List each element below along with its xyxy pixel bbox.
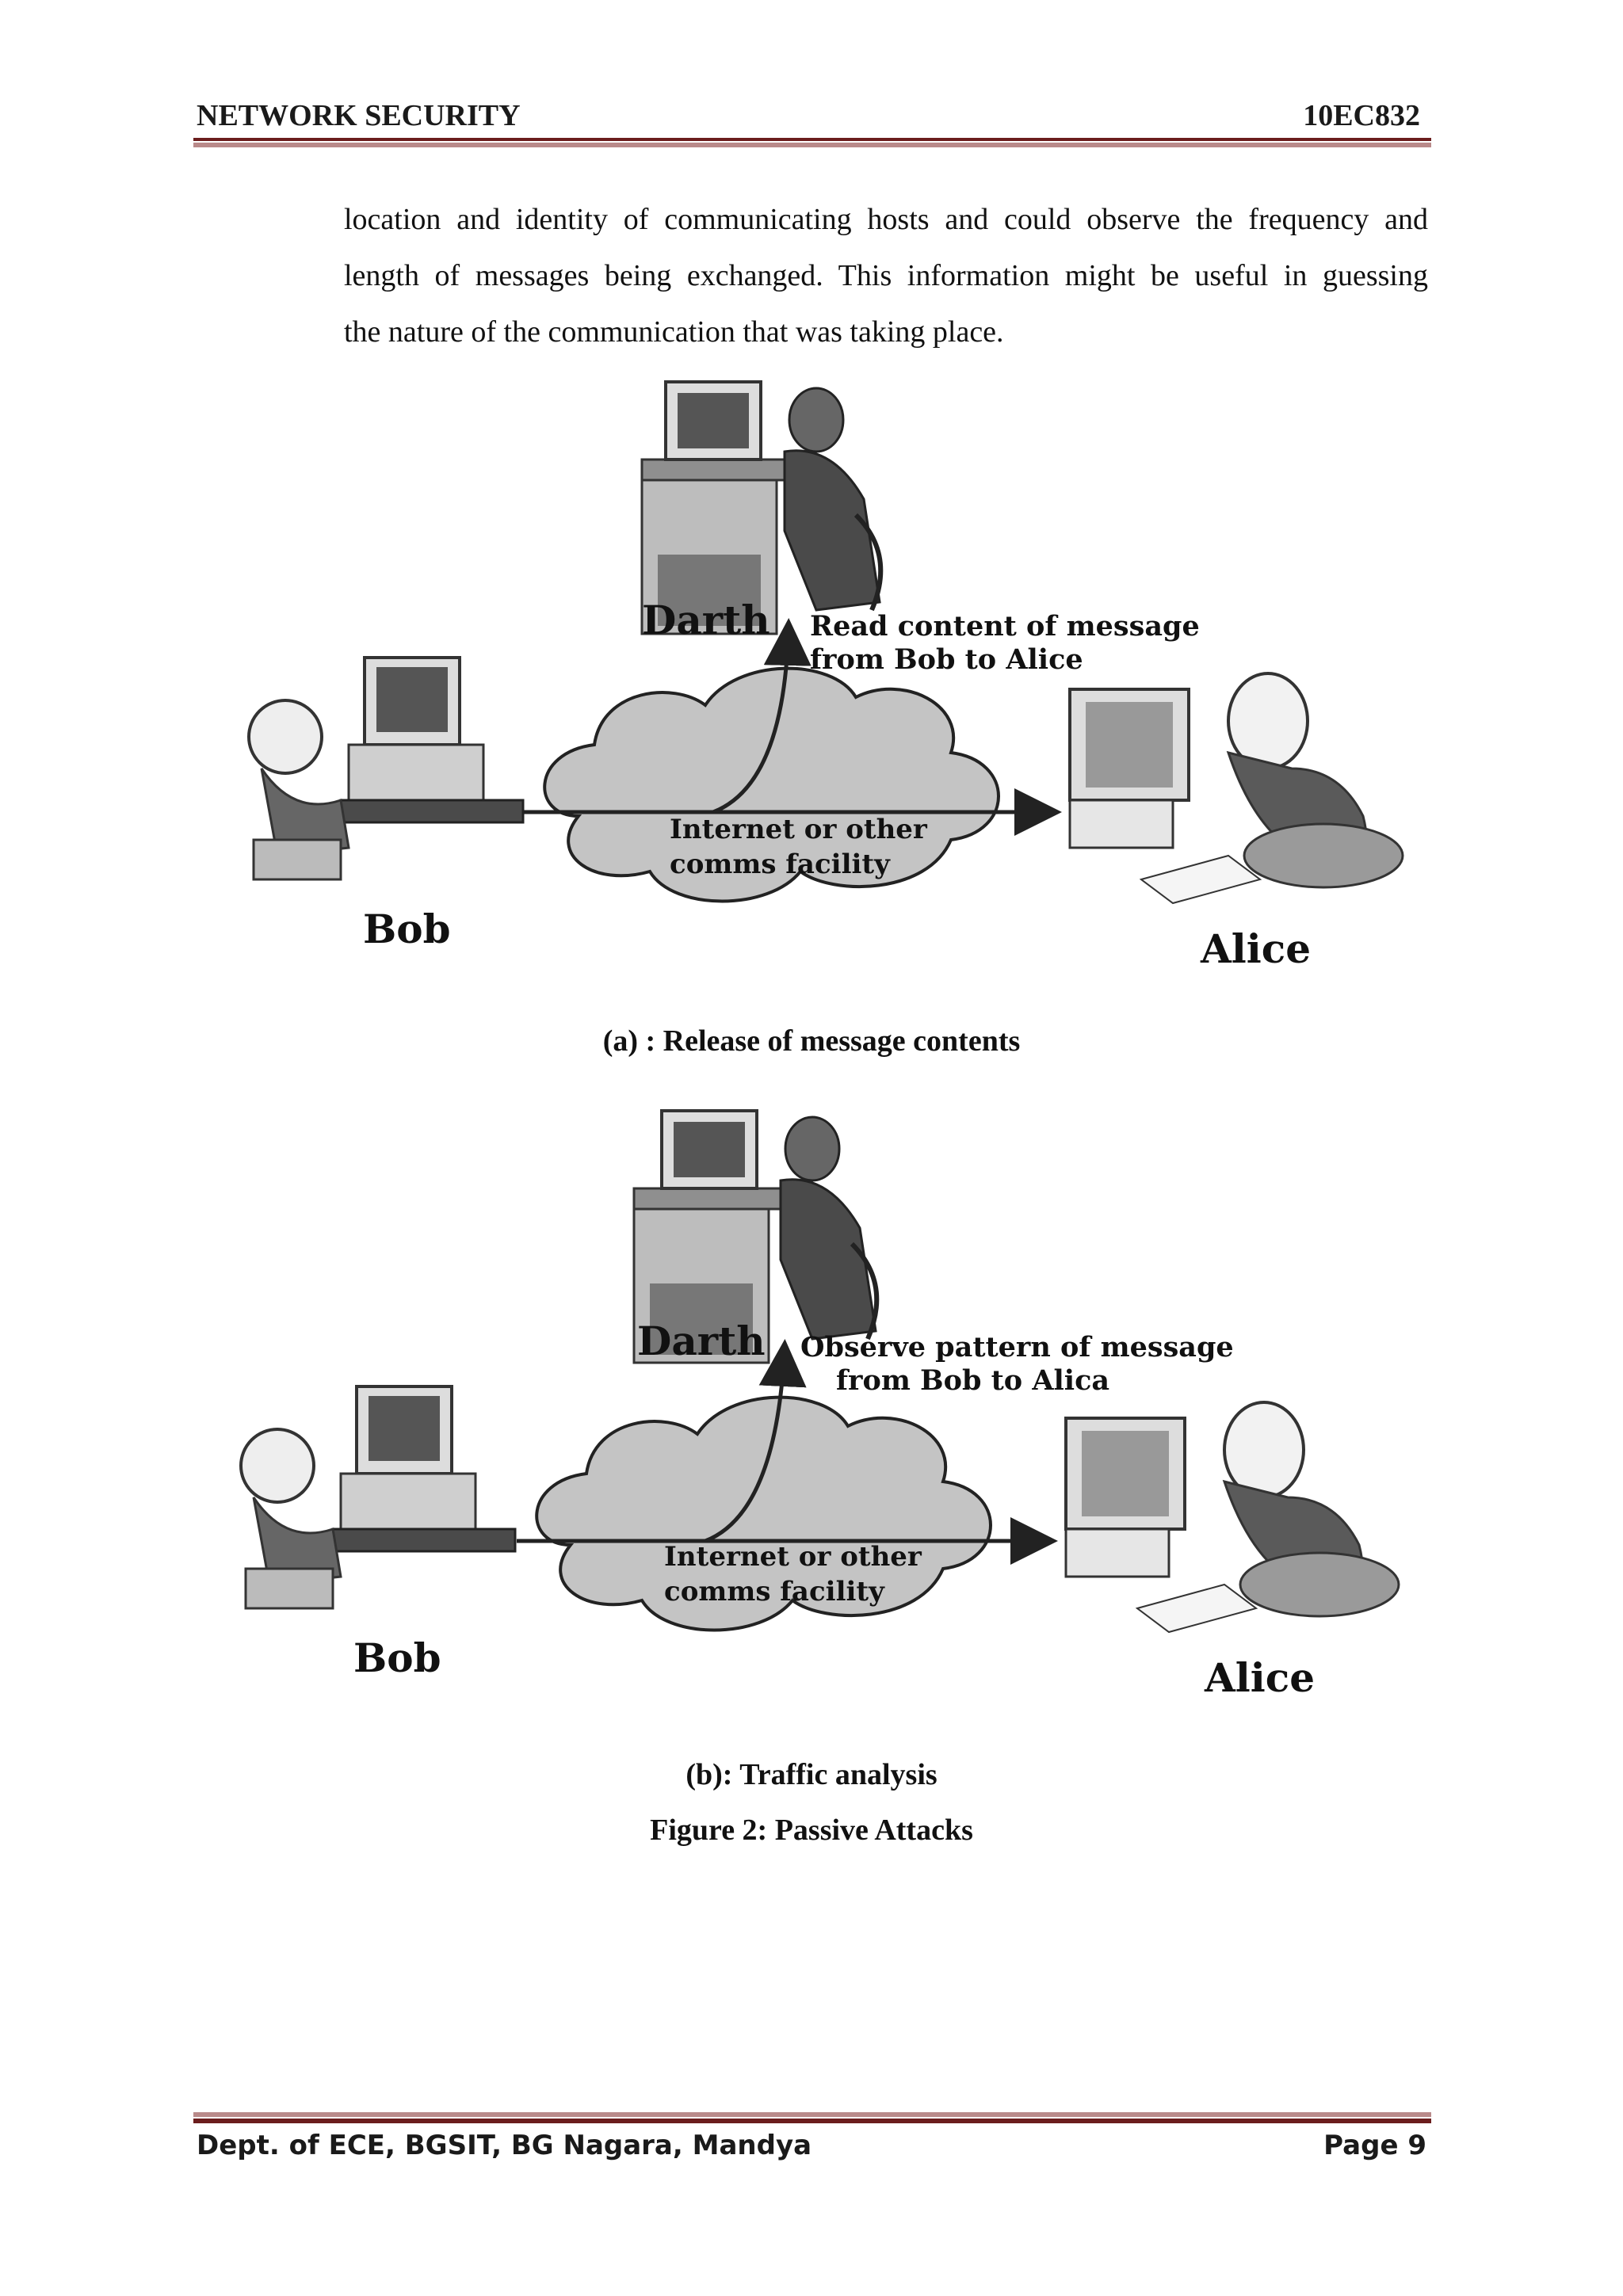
annotation-line-2: from Bob to Alice <box>810 643 1083 676</box>
footer-rule <box>193 2112 1431 2123</box>
attacker-label: Darth <box>642 597 770 643</box>
figure-traffic-analysis: Darth Observe pattern of message from Bo… <box>239 1109 1400 1701</box>
footer-department: Dept. of ECE, BGSIT, BG Nagara, Mandya <box>197 2130 812 2161</box>
annotation-line-1: Observe pattern of message <box>800 1331 1234 1363</box>
annotation-line-2: from Bob to Alica <box>836 1364 1109 1397</box>
running-header-title: NETWORK SECURITY <box>197 99 521 132</box>
intercept-arrow <box>712 618 812 814</box>
alice-illustration <box>1068 672 1404 905</box>
bob-illustration <box>239 1385 517 1610</box>
darth-illustration <box>640 380 884 635</box>
annotation-line-1: Read content of message <box>810 610 1200 643</box>
figure-release-of-message-contents: Darth Read content of message from Bob t… <box>247 380 1404 972</box>
body-paragraph: location and identity of communicating h… <box>344 192 1428 360</box>
course-code: 10EC832 <box>1303 99 1420 132</box>
cloud-label-line-2: comms facility <box>664 1576 885 1608</box>
darth-illustration <box>632 1109 880 1364</box>
figure-title: Figure 2: Passive Attacks <box>650 1814 973 1847</box>
internet-cloud <box>535 1395 992 1632</box>
paragraph-line: the nature of the communication that was… <box>344 315 1004 349</box>
sender-label: Bob <box>353 1634 441 1681</box>
figure-a-caption: (a) : Release of message contents <box>602 1024 1021 1058</box>
receiver-label: Alice <box>1204 1654 1315 1701</box>
paragraph-line: length of messages being exchanged. This… <box>344 259 1428 292</box>
page-number: Page 9 <box>1323 2130 1426 2161</box>
cloud-label-line-2: comms facility <box>670 849 891 880</box>
cloud-label-line-1: Internet or other <box>670 814 928 845</box>
sender-label: Bob <box>363 906 451 952</box>
paragraph-line: location and identity of communicating h… <box>344 203 1428 236</box>
bob-illustration <box>247 656 525 881</box>
internet-cloud <box>543 666 1000 903</box>
attacker-label: Darth <box>637 1318 766 1364</box>
alice-illustration <box>1064 1401 1400 1634</box>
header-rule <box>193 138 1431 147</box>
cloud-label-line-1: Internet or other <box>664 1541 922 1573</box>
receiver-label: Alice <box>1200 925 1311 972</box>
figure-b-caption: (b): Traffic analysis <box>685 1758 938 1791</box>
intercept-arrow <box>705 1339 807 1543</box>
